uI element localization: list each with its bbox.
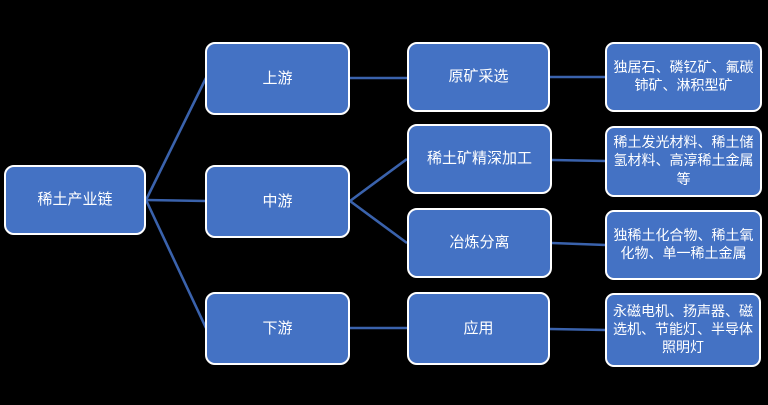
process-smelting-label: 冶炼分离	[449, 233, 510, 252]
stage-upstream-label: 上游	[262, 68, 293, 87]
process-mining-node: 原矿采选	[407, 42, 550, 112]
root-label: 稀土产业链	[37, 190, 113, 209]
connector-root-upstream	[144, 77, 208, 201]
stage-midstream-label: 中游	[262, 191, 293, 210]
process-application-node: 应用	[407, 292, 550, 365]
process-processing-node: 稀土矿精深加工	[407, 124, 552, 194]
root-node: 稀土产业链	[4, 165, 146, 235]
output-smelting-node: 独稀土化合物、稀土氧化物、单一稀土金属	[605, 210, 762, 280]
output-smelting-label: 独稀土化合物、稀土氧化物、单一稀土金属	[613, 227, 754, 262]
process-smelting-node: 冶炼分离	[407, 208, 552, 278]
stage-upstream-node: 上游	[205, 42, 350, 115]
output-mining-node: 独居石、磷钇矿、氟碳铈矿、淋积型矿	[605, 42, 762, 112]
output-processing-label: 稀土发光材料、稀土储氢材料、高淳稀土金属等	[613, 135, 754, 188]
output-mining-label: 独居石、磷钇矿、氟碳铈矿、淋积型矿	[613, 59, 754, 94]
process-processing-label: 稀土矿精深加工	[426, 149, 532, 168]
connector-processing-output	[551, 158, 607, 163]
connector-midstream-smelting	[349, 199, 408, 245]
process-application-label: 应用	[463, 318, 494, 337]
stage-downstream-label: 下游	[262, 318, 293, 337]
output-processing-node: 稀土发光材料、稀土储氢材料、高淳稀土金属等	[605, 126, 762, 197]
output-application-node: 永磁电机、扬声器、磁选机、节能灯、半导体照明灯	[605, 293, 761, 367]
stage-downstream-node: 下游	[205, 292, 350, 365]
connector-smelting-output	[551, 241, 607, 247]
connector-root-midstream	[145, 198, 207, 203]
stage-midstream-node: 中游	[205, 165, 350, 238]
output-application-label: 永磁电机、扬声器、磁选机、节能灯、半导体照明灯	[613, 303, 753, 357]
connector-root-downstream	[144, 199, 208, 329]
connector-midstream-processing	[349, 157, 408, 203]
process-mining-label: 原矿采选	[448, 67, 509, 86]
connector-application-output	[549, 327, 607, 332]
